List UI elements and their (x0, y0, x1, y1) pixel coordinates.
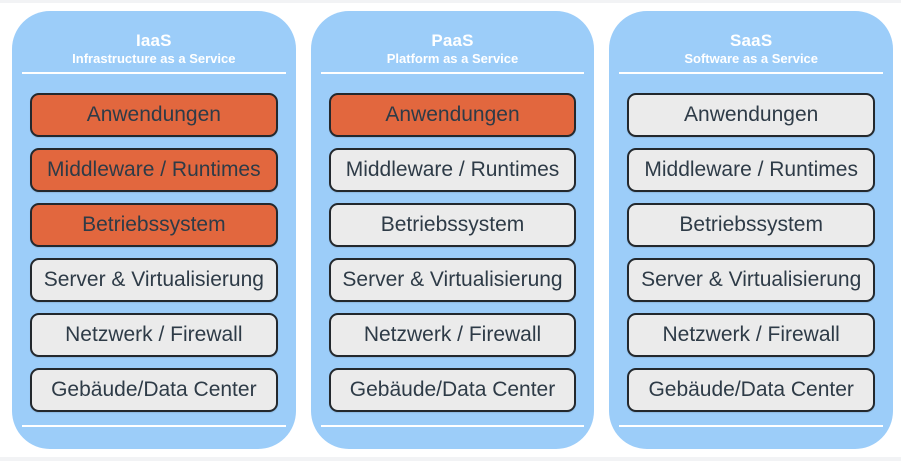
layer-gebaeude-data-center: Gebäude/Data Center (627, 368, 876, 412)
panel-title: IaaS (135, 31, 172, 50)
footer-divider (320, 425, 585, 427)
panel-paas-header: PaaS Platform as a Service (320, 31, 585, 74)
layer-middleware-runtimes: Middleware / Runtimes (328, 148, 577, 192)
panel-paas: PaaS Platform as a Service Anwendungen M… (310, 11, 595, 449)
panel-title: PaaS (431, 31, 474, 50)
layer-stack: Anwendungen Middleware / Runtimes Betrie… (328, 93, 577, 412)
layer-stack: Anwendungen Middleware / Runtimes Betrie… (627, 93, 876, 412)
layer-middleware-runtimes: Middleware / Runtimes (30, 148, 278, 192)
layer-netzwerk-firewall: Netzwerk / Firewall (627, 313, 876, 357)
panel-iaas-header: IaaS Infrastructure as a Service (22, 31, 286, 74)
panel-subtitle: Software as a Service (684, 51, 819, 66)
layer-betriebssystem: Betriebssystem (627, 203, 876, 247)
cloud-stack-diagram: IaaS Infrastructure as a Service Anwendu… (12, 11, 894, 449)
layer-anwendungen: Anwendungen (30, 93, 278, 137)
panel-saas: SaaS Software as a Service Anwendungen M… (609, 11, 894, 449)
layer-server-virtualisierung: Server & Virtualisierung (328, 258, 577, 302)
footer-divider (22, 425, 286, 427)
layer-gebaeude-data-center: Gebäude/Data Center (30, 368, 278, 412)
layer-server-virtualisierung: Server & Virtualisierung (30, 258, 278, 302)
panel-iaas: IaaS Infrastructure as a Service Anwendu… (12, 11, 296, 449)
panel-subtitle: Platform as a Service (386, 51, 519, 66)
footer-divider (619, 425, 884, 427)
layer-anwendungen: Anwendungen (627, 93, 876, 137)
layer-betriebssystem: Betriebssystem (30, 203, 278, 247)
panel-subtitle: Infrastructure as a Service (72, 51, 236, 66)
page-edge-bottom (0, 457, 901, 461)
header-divider (619, 72, 884, 74)
panel-title: SaaS (729, 31, 773, 50)
panel-saas-header: SaaS Software as a Service (619, 31, 884, 74)
header-divider (320, 72, 585, 74)
layer-netzwerk-firewall: Netzwerk / Firewall (30, 313, 278, 357)
layer-netzwerk-firewall: Netzwerk / Firewall (328, 313, 577, 357)
page-edge-top (0, 0, 901, 3)
layer-anwendungen: Anwendungen (328, 93, 577, 137)
layer-stack: Anwendungen Middleware / Runtimes Betrie… (30, 93, 278, 412)
layer-gebaeude-data-center: Gebäude/Data Center (328, 368, 577, 412)
layer-server-virtualisierung: Server & Virtualisierung (627, 258, 876, 302)
header-divider (22, 72, 286, 74)
layer-betriebssystem: Betriebssystem (328, 203, 577, 247)
layer-middleware-runtimes: Middleware / Runtimes (627, 148, 876, 192)
